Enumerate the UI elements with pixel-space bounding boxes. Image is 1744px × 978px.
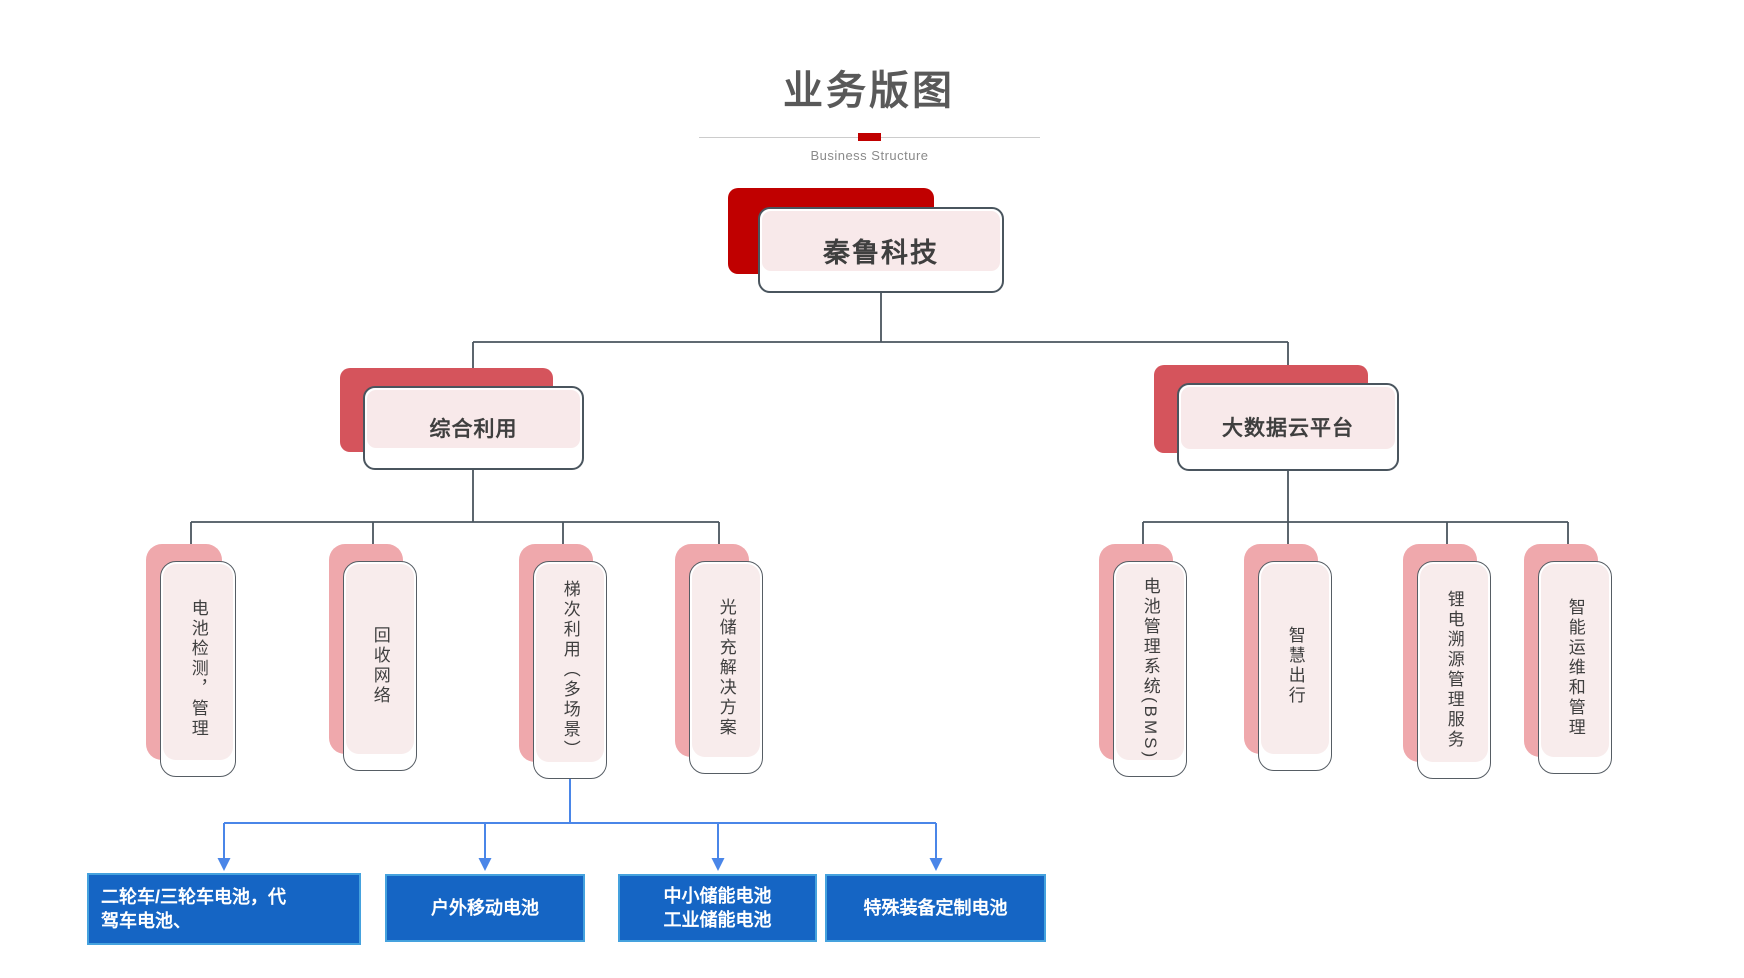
node-tint [1261,564,1329,754]
node-label: 回收网络 [370,626,390,706]
app-label: 户外移动电池 [431,897,539,918]
node-label: 锂电溯源管理服务 [1444,590,1464,750]
node-card: 秦鲁科技 [758,207,1004,293]
node-tint [346,564,414,754]
node-tint [163,564,233,760]
node-card: 电池管理系统(BMS) [1113,561,1187,777]
app-label: 中小储能电池 工业储能电池 [663,885,772,930]
page-subtitle: Business Structure [810,148,929,163]
node-label: 智慧出行 [1285,626,1305,706]
node-tint [1541,564,1609,757]
node-card: 锂电溯源管理服务 [1417,561,1491,779]
node-tint [1420,564,1488,762]
node-label: 智能运维和管理 [1565,597,1585,738]
node-cascade-utilization-multi-scenario: 梯次利用（多场景） [519,544,607,779]
node-label: 光储充解决方案 [716,597,736,738]
node-label: 综合利用 [429,418,518,441]
node-card: 光储充解决方案 [689,561,763,774]
node-lithium-traceability-management-service: 锂电溯源管理服务 [1403,544,1491,779]
application-flow-lines [223,779,937,859]
node-solar-storage-charging-solution: 光储充解决方案 [675,544,763,774]
app-outdoor-mobile-battery: 户外移动电池 [385,874,585,942]
node-root-company: 秦鲁科技 [728,188,1004,293]
node-tint [1181,387,1395,449]
node-label: 梯次利用（多场景） [560,580,580,760]
node-tint [367,390,580,448]
app-two-three-wheeler-batteries: 二轮车/三轮车电池，代 驾车电池、 [87,873,361,945]
node-smart-mobility: 智慧出行 [1244,544,1332,771]
node-card: 梯次利用（多场景） [533,561,607,779]
node-card: 综合利用 [363,386,584,470]
node-card: 大数据云平台 [1177,383,1399,471]
node-label: 大数据云平台 [1222,417,1354,440]
title-accent-mark [858,133,881,141]
arrowheads [217,858,943,871]
node-card: 智慧出行 [1258,561,1332,771]
page-title: 业务版图 [783,69,955,113]
node-label: 秦鲁科技 [823,237,939,268]
node-label: 电池检测，管理 [188,599,208,739]
app-special-equipment-custom-batteries: 特殊装备定制电池 [825,874,1046,942]
node-recycling-network: 回收网络 [329,544,417,771]
node-battery-testing-management: 电池检测，管理 [146,544,236,777]
node-card: 电池检测，管理 [160,561,236,777]
node-label: 电池管理系统(BMS) [1140,577,1160,761]
node-branch-big-data-cloud-platform: 大数据云平台 [1154,365,1399,471]
node-tint [536,564,604,762]
node-tint [1116,564,1184,760]
node-intelligent-operation-maintenance: 智能运维和管理 [1524,544,1612,774]
node-card: 智能运维和管理 [1538,561,1612,774]
node-branch-comprehensive-utilization: 综合利用 [340,368,584,470]
node-tint [762,211,1000,271]
app-label: 二轮车/三轮车电池，代 驾车电池、 [101,886,286,931]
tree-lines [190,293,1569,544]
app-energy-storage-batteries: 中小储能电池 工业储能电池 [618,874,817,942]
node-battery-management-system-bms: 电池管理系统(BMS) [1099,544,1187,777]
node-card: 回收网络 [343,561,417,771]
node-tint [692,564,760,757]
app-label: 特殊装备定制电池 [863,897,1008,918]
